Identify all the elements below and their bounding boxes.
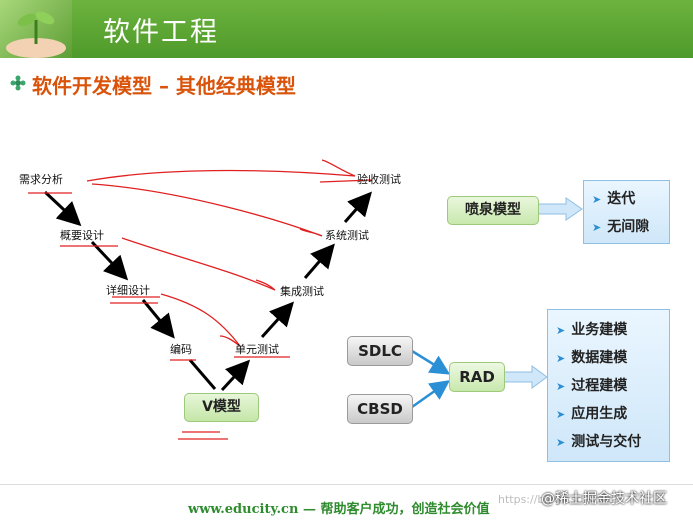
watermark: @稀土掘金技术社区 xyxy=(541,491,667,507)
rad-item: ➤业务建模 xyxy=(556,322,628,338)
chevron-right-icon: ➤ xyxy=(592,193,602,206)
node-acceptance-test: 验收测试 xyxy=(357,173,401,186)
line-coding-to-v xyxy=(188,359,217,390)
arrow-cbsd-to-rad xyxy=(411,380,451,409)
fountain-item: ➤迭代 xyxy=(592,191,636,207)
header-title: 软件工程 xyxy=(103,17,219,48)
chevron-right-icon: ➤ xyxy=(556,408,566,421)
node-requirements: 需求分析 xyxy=(19,173,63,186)
node-outline-design: 概要设计 xyxy=(60,229,104,242)
arrow-v-to-unit xyxy=(220,359,251,392)
node-detail-design: 详细设计 xyxy=(106,284,150,297)
chevron-right-icon: ➤ xyxy=(556,436,566,449)
rad-item: ➤测试与交付 xyxy=(556,434,642,450)
rad-box: RAD xyxy=(449,362,505,392)
arrow-outline-to-detail xyxy=(90,240,129,281)
chevron-right-icon: ➤ xyxy=(592,221,602,234)
arrow-req-to-outline xyxy=(43,190,82,227)
arrow-integration-to-system xyxy=(303,243,335,279)
chevron-right-icon: ➤ xyxy=(556,380,566,393)
node-integration-test: 集成测试 xyxy=(280,285,324,298)
node-system-test: 系统测试 xyxy=(325,229,369,242)
rad-item: ➤应用生成 xyxy=(556,406,628,422)
footer-bar xyxy=(0,484,693,520)
fountain-item: ➤无间隙 xyxy=(592,219,650,235)
arrow-unit-to-integration xyxy=(260,301,295,339)
cbsd-box: CBSD xyxy=(347,394,413,424)
rad-arrow-icon xyxy=(502,365,548,389)
chevron-right-icon: ➤ xyxy=(556,324,566,337)
node-unit-test: 单元测试 xyxy=(235,343,279,356)
footer-slogan: www.educity.cn — 帮助客户成功，创造社会价值 xyxy=(188,502,490,517)
slide-subtitle: 软件开发模型 – 其他经典模型 xyxy=(32,74,296,98)
red-annotations xyxy=(28,159,373,440)
node-coding: 编码 xyxy=(170,343,192,356)
rad-item: ➤过程建模 xyxy=(556,378,628,394)
flower-bullet-icon xyxy=(10,75,26,91)
sdlc-box: SDLC xyxy=(347,336,413,366)
rad-items-box: ➤业务建模 ➤数据建模 ➤过程建模 ➤应用生成 ➤测试与交付 xyxy=(547,309,670,462)
arrow-sdlc-to-rad xyxy=(411,349,451,375)
rad-item: ➤数据建模 xyxy=(556,350,628,366)
v-model-label: V模型 xyxy=(184,393,259,422)
arrow-detail-to-coding xyxy=(141,299,175,339)
fountain-arrow-icon xyxy=(537,197,583,221)
fountain-items-box: ➤迭代 ➤无间隙 xyxy=(583,180,670,244)
faint-blog-url: https://blog.csdn.net xyxy=(498,493,612,506)
sprout-logo-icon xyxy=(0,0,72,58)
header-bar: 软件工程 xyxy=(0,0,693,58)
arrow-system-to-acceptance xyxy=(343,191,372,223)
fountain-model-box: 喷泉模型 xyxy=(447,196,539,225)
chevron-right-icon: ➤ xyxy=(556,352,566,365)
